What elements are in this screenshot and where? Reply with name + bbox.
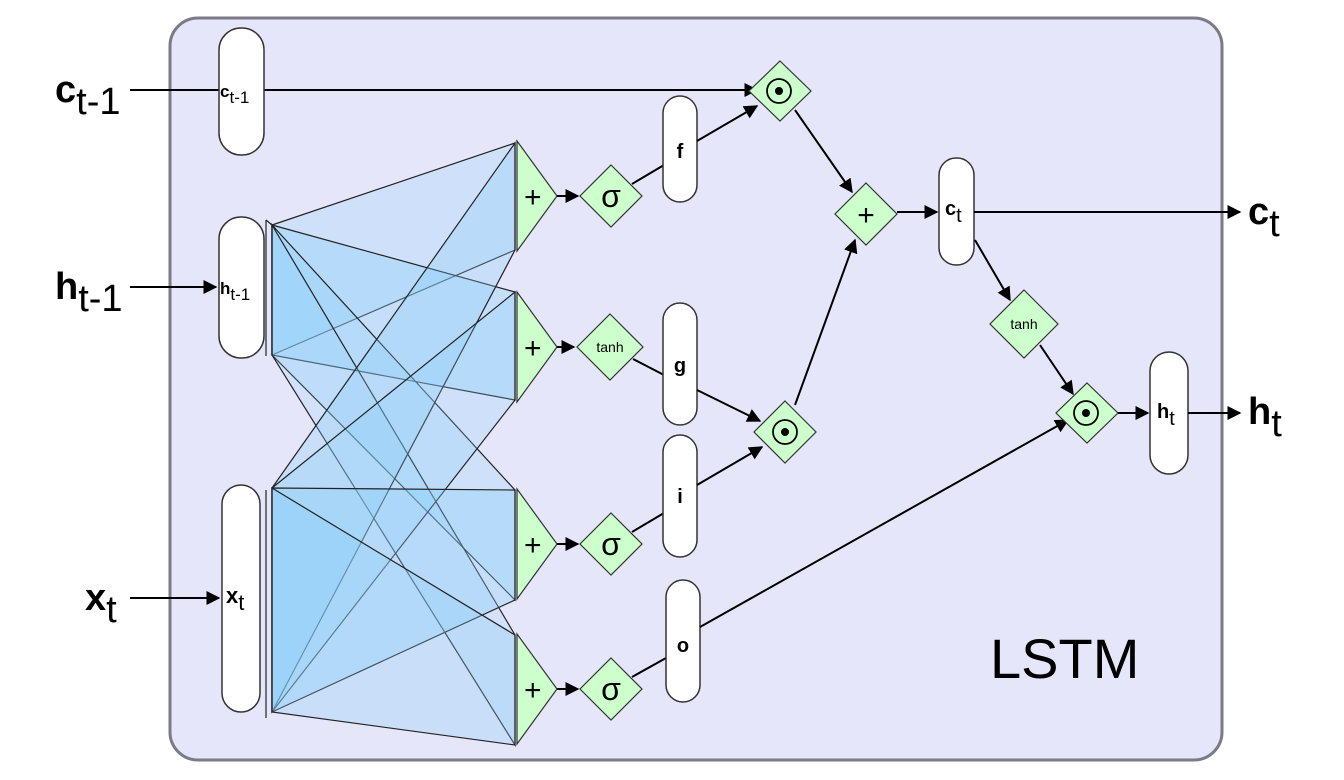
input-label-x: xt (85, 577, 117, 631)
svg-text:i: i (677, 486, 683, 508)
input-label-c-prev: ct-1 (55, 69, 121, 123)
hadamard-input (753, 400, 817, 464)
svg-text:ct-1: ct-1 (220, 82, 249, 107)
activation-sigma-o: σ (579, 657, 643, 721)
sum-triangle-g: + (516, 290, 558, 404)
node-x: xt (221, 484, 261, 713)
svg-text:+: + (524, 332, 542, 365)
svg-text:ct: ct (945, 198, 962, 227)
weights-x-to-o (271, 486, 516, 746)
weight-matrices (265, 141, 516, 748)
activation-sigma-f: σ (579, 164, 643, 228)
gate-node-o: o (665, 579, 701, 703)
svg-text:σ: σ (601, 671, 621, 707)
output-tanh: tanh (989, 289, 1059, 359)
sum-triangle-f: + (516, 139, 558, 253)
svg-text:f: f (677, 141, 684, 163)
svg-text:σ: σ (601, 178, 621, 214)
activation-tanh-g: tanh (576, 313, 644, 381)
svg-text:ht-1: ht-1 (220, 279, 250, 304)
svg-text:o: o (677, 635, 689, 657)
svg-text:+: + (857, 199, 875, 232)
svg-text:+: + (524, 529, 542, 562)
svg-text:g: g (674, 355, 686, 377)
diagram-title: LSTM (990, 627, 1139, 690)
output-label-h: ht (1248, 391, 1282, 445)
svg-text:+: + (524, 181, 542, 214)
svg-text:tanh: tanh (596, 339, 623, 355)
svg-text:σ: σ (601, 526, 621, 562)
sum-triangle-i: + (516, 487, 558, 601)
hadamard-forget (748, 60, 812, 122)
node-c-prev: ct-1 (218, 27, 265, 156)
activation-sigma-i: σ (579, 512, 643, 576)
sum-triangle-o: + (516, 632, 558, 746)
output-label-c: ct (1248, 191, 1280, 245)
svg-text:xt: xt (226, 583, 244, 615)
node-h: ht (1149, 351, 1189, 475)
hadamard-output (1055, 382, 1119, 444)
node-h-prev: ht-1 (218, 216, 265, 359)
gate-node-i: i (662, 434, 698, 558)
svg-text:ht: ht (1157, 401, 1175, 430)
svg-text:tanh: tanh (1010, 316, 1037, 332)
node-c: ct (938, 157, 975, 266)
input-label-h-prev: ht-1 (55, 266, 123, 320)
svg-text:+: + (524, 674, 542, 707)
cell-sum: + (834, 182, 898, 246)
gate-node-g: g (662, 302, 698, 426)
gate-node-f: f (662, 95, 698, 203)
